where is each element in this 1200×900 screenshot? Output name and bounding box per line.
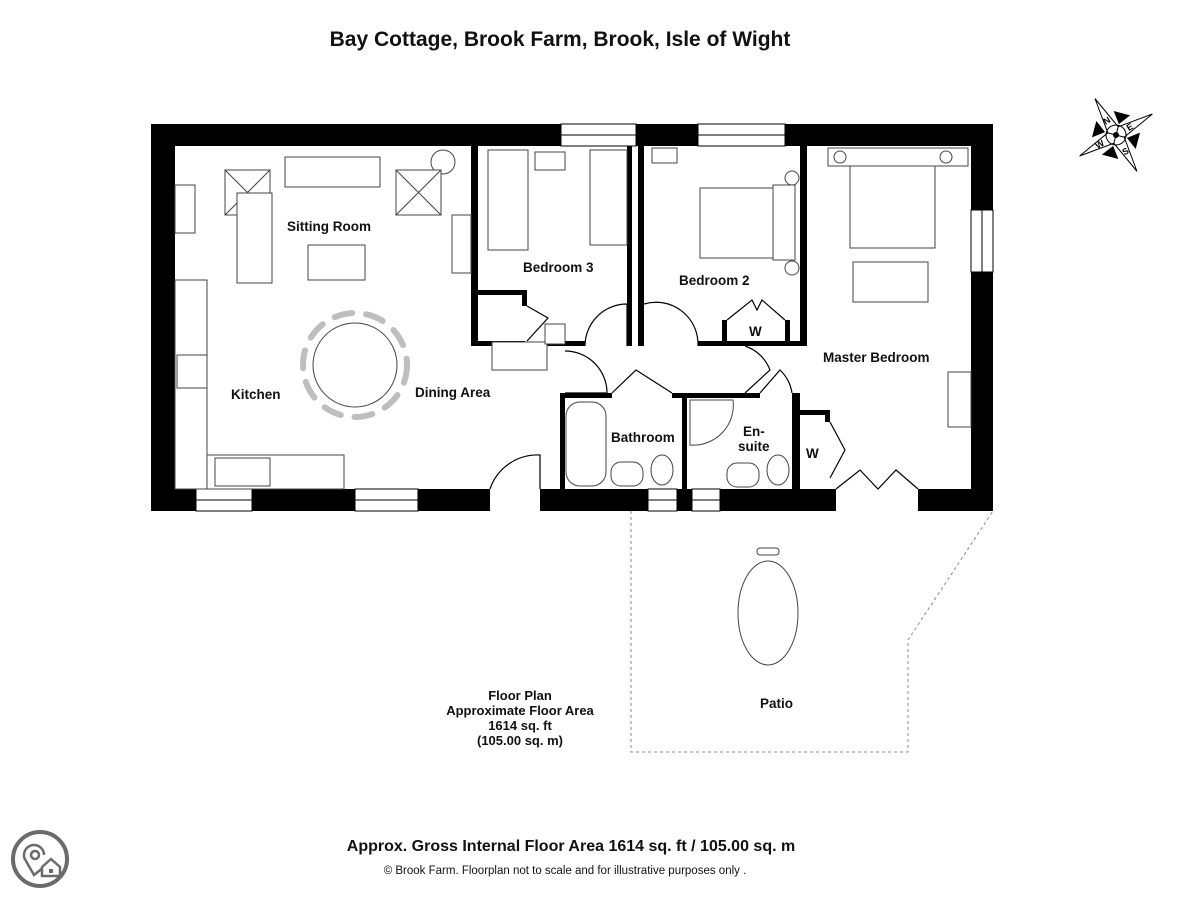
compass-e: E [1125,121,1135,133]
windows [195,123,994,512]
doors [489,299,919,490]
room-label-ensuite-2: suite [738,439,770,454]
floor-area-line: Floor Plan [488,688,552,703]
furniture [174,147,972,666]
room-label-dining-area: Dining Area [415,385,491,400]
wardrobe-label: W [749,324,762,339]
location-home-logo-icon [11,830,69,888]
disclaimer-text: © Brook Farm. Floorplan not to scale and… [383,865,747,877]
floor-area-line: Approximate Floor Area [446,703,594,718]
compass-s: S [1120,146,1130,158]
dining-chairs [300,310,410,420]
page-title: Bay Cottage, Brook Farm, Brook, Isle of … [329,28,791,51]
room-label-kitchen: Kitchen [231,387,281,402]
room-label-master-bedroom: Master Bedroom [823,350,930,365]
gross-area-text: Approx. Gross Internal Floor Area 1614 s… [346,838,796,855]
floor-area-line: (105.00 sq. m) [477,733,563,748]
room-label-bedroom-2: Bedroom 2 [679,273,750,288]
room-label-patio: Patio [760,696,793,711]
room-label-bathroom: Bathroom [611,430,675,445]
wardrobe-label: W [806,446,819,461]
walls [151,124,993,511]
floor-area-summary: Floor Plan Approximate Floor Area 1614 s… [400,688,640,748]
compass-n: N [1102,115,1113,127]
compass-icon: N S E W [1079,98,1153,172]
room-label-ensuite-1: En- [743,424,765,439]
floor-area-line: 1614 sq. ft [488,718,552,733]
patio-outline [630,510,994,753]
room-label-sitting-room: Sitting Room [287,219,371,234]
room-label-bedroom-3: Bedroom 3 [523,260,594,275]
